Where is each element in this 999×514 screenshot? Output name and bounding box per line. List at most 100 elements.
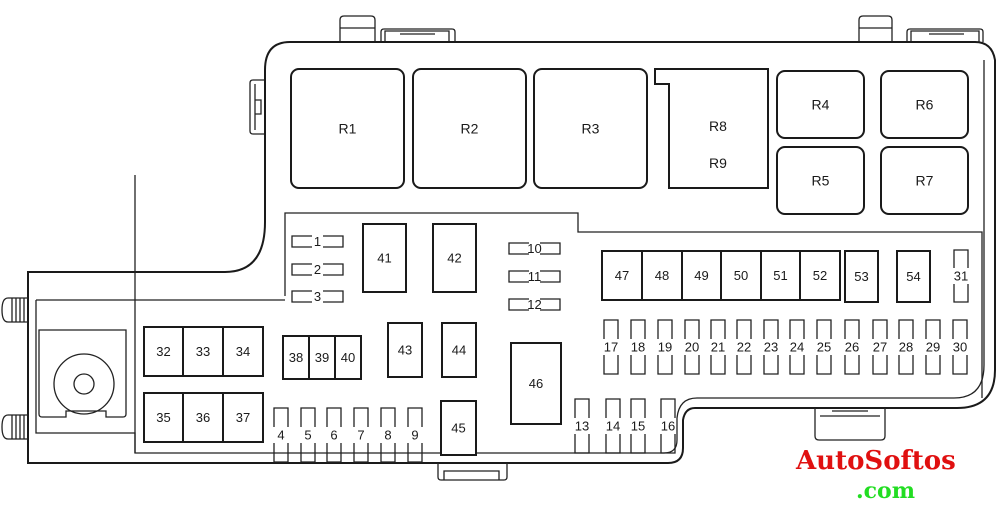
relay-r2[interactable]: R2 <box>412 68 527 189</box>
fuse-21[interactable]: 21 <box>710 319 726 375</box>
fuse-19[interactable]: 19 <box>657 319 673 375</box>
fuse-20[interactable]: 20 <box>684 319 700 375</box>
fuse-label: 25 <box>817 340 831 355</box>
fuse-26[interactable]: 26 <box>844 319 860 375</box>
fuse-9[interactable]: 9 <box>407 407 423 463</box>
fuse-35[interactable]: 35 <box>143 392 184 443</box>
fuse-label: 7 <box>357 428 364 443</box>
fuse-23[interactable]: 23 <box>763 319 779 375</box>
fuse-label: 2 <box>314 262 321 277</box>
fuse-36[interactable]: 36 <box>182 392 224 443</box>
relay-label: R3 <box>582 121 600 137</box>
fuse-27[interactable]: 27 <box>872 319 888 375</box>
fuse-8[interactable]: 8 <box>380 407 396 463</box>
fuse-label: 32 <box>156 344 170 359</box>
fuse-1[interactable]: 1 <box>291 234 344 249</box>
fuse-17[interactable]: 17 <box>603 319 619 375</box>
housing-inner-outline <box>134 60 985 454</box>
fuse-24[interactable]: 24 <box>789 319 805 375</box>
fuse-label: 17 <box>604 340 618 355</box>
relay-r7[interactable]: R7 <box>880 146 969 215</box>
fuse-14[interactable]: 14 <box>605 398 621 454</box>
fuse-25[interactable]: 25 <box>816 319 832 375</box>
relay-r3[interactable]: R3 <box>533 68 648 189</box>
fuse-label: 21 <box>711 340 725 355</box>
fuse-39[interactable]: 39 <box>308 335 336 380</box>
relay-r1[interactable]: R1 <box>290 68 405 189</box>
fuse-label: 36 <box>196 410 210 425</box>
fuse-49[interactable]: 49 <box>681 250 722 301</box>
fuse-33[interactable]: 33 <box>182 326 224 377</box>
fuse-38[interactable]: 38 <box>282 335 310 380</box>
relay-label: R6 <box>916 97 934 113</box>
fuse-label: 3 <box>314 289 321 304</box>
fuse-46[interactable]: 46 <box>510 342 562 425</box>
fuse-11[interactable]: 11 <box>508 269 561 284</box>
fuse-label: 38 <box>289 350 303 365</box>
fuse-13[interactable]: 13 <box>574 398 590 454</box>
fuse-43[interactable]: 43 <box>387 322 423 378</box>
relay-label-r9: R9 <box>709 155 727 171</box>
fuse-label: 10 <box>527 241 541 256</box>
relay-label-r8: R8 <box>709 118 727 134</box>
fuse-22[interactable]: 22 <box>736 319 752 375</box>
fuse-45[interactable]: 45 <box>440 400 477 456</box>
fuse-label: 35 <box>156 410 170 425</box>
fuse-label: 46 <box>529 376 543 391</box>
fuse-label: 54 <box>906 269 920 284</box>
bolt-left-bottom <box>1 414 28 440</box>
fuse-label: 5 <box>304 428 311 443</box>
fuse-15[interactable]: 15 <box>630 398 646 454</box>
bottom-clip-left <box>437 463 508 481</box>
fuse-label: 1 <box>314 234 321 249</box>
fuse-31[interactable]: 31 <box>953 249 969 303</box>
fuse-label: 6 <box>330 428 337 443</box>
fuse-37[interactable]: 37 <box>222 392 264 443</box>
fuse-label: 34 <box>236 344 250 359</box>
relay-r4[interactable]: R4 <box>776 70 865 139</box>
fuse-47[interactable]: 47 <box>601 250 643 301</box>
fuse-label: 4 <box>277 428 284 443</box>
fuse-41[interactable]: 41 <box>362 223 407 293</box>
relay-r6[interactable]: R6 <box>880 70 969 139</box>
fuse-42[interactable]: 42 <box>432 223 477 293</box>
fuse-40[interactable]: 40 <box>334 335 362 380</box>
fuse-label: 48 <box>655 268 669 283</box>
fuse-6[interactable]: 6 <box>326 407 342 463</box>
fuse-5[interactable]: 5 <box>300 407 316 463</box>
watermark-brand: AutoSoftos <box>796 446 956 476</box>
bolt-left-top <box>1 297 28 323</box>
fuse-label: 30 <box>953 340 967 355</box>
fuse-3[interactable]: 3 <box>291 289 344 304</box>
fuse-53[interactable]: 53 <box>844 250 879 303</box>
fuse-12[interactable]: 12 <box>508 297 561 312</box>
fuse-10[interactable]: 10 <box>508 241 561 256</box>
fuse-54[interactable]: 54 <box>896 250 931 303</box>
relay-label: R1 <box>339 121 357 137</box>
top-clip-left <box>339 15 456 42</box>
fuse-18[interactable]: 18 <box>630 319 646 375</box>
fuse-50[interactable]: 50 <box>720 250 762 301</box>
fuse-44[interactable]: 44 <box>441 322 477 378</box>
fuse-label: 29 <box>926 340 940 355</box>
fuse-30[interactable]: 30 <box>952 319 968 375</box>
fuse-7[interactable]: 7 <box>353 407 369 463</box>
fuse-34[interactable]: 34 <box>222 326 264 377</box>
fuse-48[interactable]: 48 <box>641 250 683 301</box>
fuse-2[interactable]: 2 <box>291 262 344 277</box>
fuse-32[interactable]: 32 <box>143 326 184 377</box>
fuse-label: 51 <box>773 268 787 283</box>
relay-label: R2 <box>461 121 479 137</box>
fuse-52[interactable]: 52 <box>799 250 841 301</box>
fuse-16[interactable]: 16 <box>660 398 676 454</box>
relay-r5[interactable]: R5 <box>776 146 865 215</box>
fuse-29[interactable]: 29 <box>925 319 941 375</box>
fuse-4[interactable]: 4 <box>273 407 289 463</box>
side-clip <box>249 79 264 135</box>
fuse-51[interactable]: 51 <box>760 250 801 301</box>
fuse-label: 28 <box>899 340 913 355</box>
fuse-label: 37 <box>236 410 250 425</box>
fuse-28[interactable]: 28 <box>898 319 914 375</box>
